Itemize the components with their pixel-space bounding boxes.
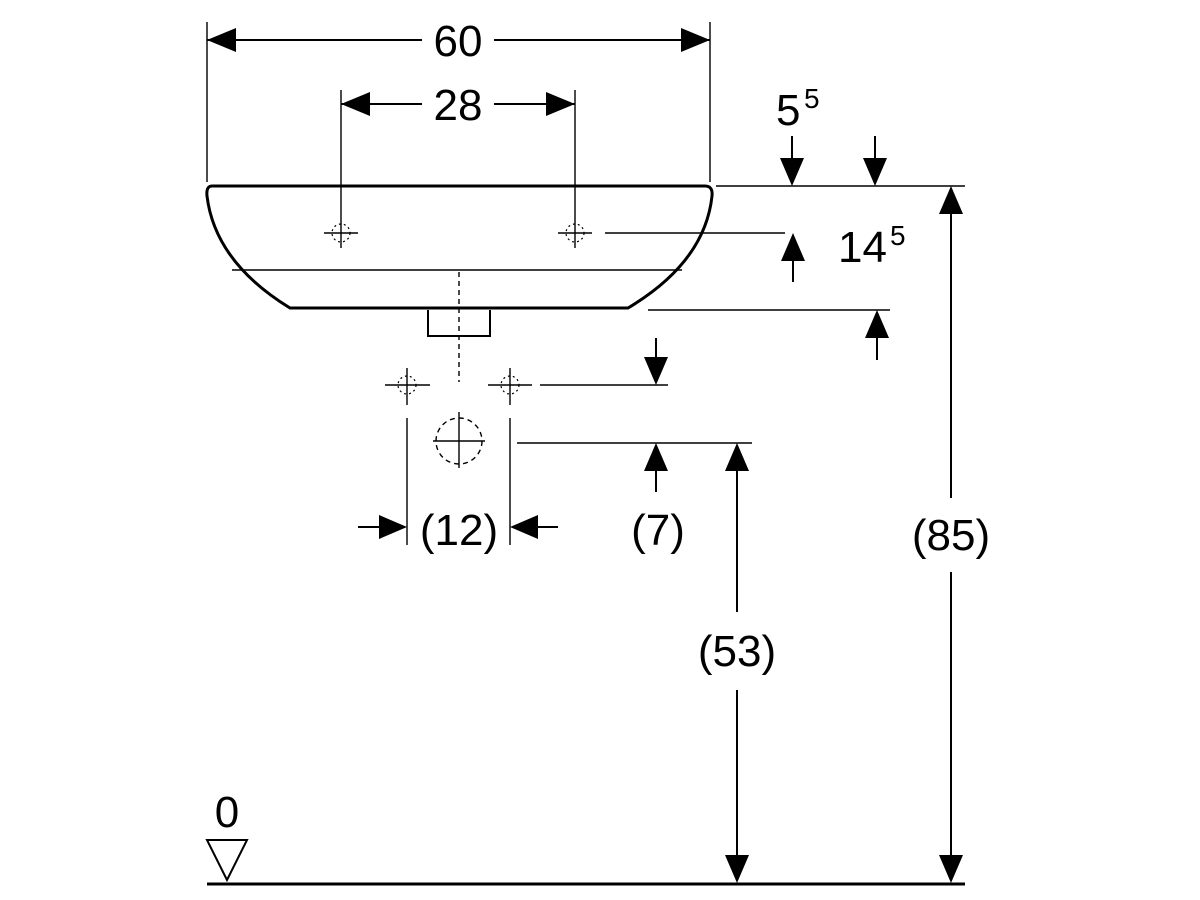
dimension-rim-height: (85) — [912, 186, 990, 883]
rim-offset-label: 5 — [776, 86, 800, 135]
dimension-supply-offset: (7) — [517, 338, 752, 555]
washbasin-outline — [205, 184, 714, 337]
floor-level-label: 0 — [215, 788, 239, 837]
tap-hole-spacing-label: 28 — [434, 81, 483, 130]
drain-height-label: (53) — [698, 627, 776, 676]
overall-width-label: 60 — [434, 17, 483, 66]
dimension-tap-hole-depth: 14 5 — [605, 220, 906, 360]
dimension-drain-height: (53) — [698, 443, 776, 883]
rim-offset-sup: 5 — [804, 83, 820, 114]
rim-height-label: (85) — [912, 511, 990, 560]
drain-connection — [433, 412, 485, 468]
supply-connection-right — [488, 368, 532, 405]
supply-spacing-label: (12) — [420, 506, 498, 555]
tap-hole-left — [324, 186, 358, 248]
supply-connection-left — [385, 368, 430, 405]
tap-hole-depth-sup: 5 — [890, 220, 906, 251]
tap-hole-right — [558, 186, 592, 248]
dimension-overall-width: 60 — [206, 17, 711, 182]
supply-offset-label: (7) — [631, 506, 685, 555]
dimension-rim-offset: 5 5 — [716, 83, 965, 187]
dimension-tap-hole-spacing: 28 — [340, 81, 576, 186]
dimension-supply-spacing: (12) — [358, 418, 558, 555]
floor-level-marker: 0 — [205, 788, 249, 883]
tap-hole-depth-label: 14 — [838, 223, 887, 272]
